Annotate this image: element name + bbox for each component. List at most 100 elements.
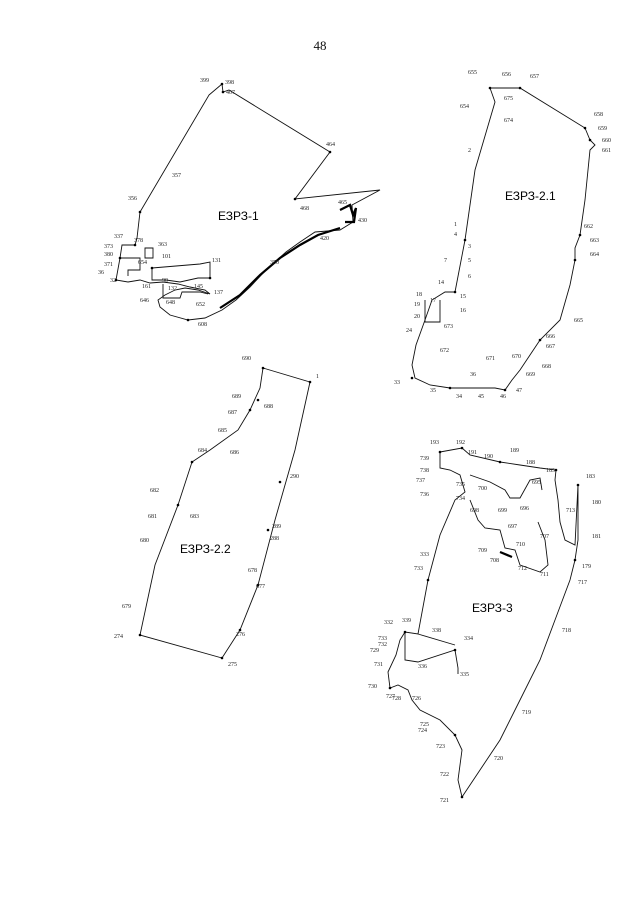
- point-label: 648: [166, 300, 175, 306]
- point-label: 699: [498, 508, 507, 514]
- point-label: 690: [242, 356, 251, 362]
- point-label: 350: [270, 260, 279, 266]
- point-label: 332: [384, 620, 393, 626]
- point-label: 275: [228, 662, 237, 668]
- point-label: 193: [430, 440, 439, 446]
- point-label: 728: [392, 696, 401, 702]
- point-label: 669: [526, 372, 535, 378]
- point-label: 652: [196, 302, 205, 308]
- point-label: 45: [478, 394, 484, 400]
- point-label: 131: [212, 258, 221, 264]
- point-label: 720: [494, 756, 503, 762]
- point-label: 681: [148, 514, 157, 520]
- point-label: 608: [198, 322, 207, 328]
- point-label: 689: [232, 394, 241, 400]
- point-label: 336: [418, 664, 427, 670]
- point-label: 15: [460, 294, 466, 300]
- zone-3-label: ЕЗРЗ-3: [472, 601, 513, 615]
- point-label: 132: [168, 286, 177, 292]
- point-label: 665: [574, 318, 583, 324]
- point-label: 363: [158, 242, 167, 248]
- point-label: 274: [114, 634, 123, 640]
- point-label: 654: [138, 260, 147, 266]
- point-label: 670: [512, 354, 521, 360]
- point-label: 4: [454, 232, 457, 238]
- point-label: 671: [486, 356, 495, 362]
- point-label: 708: [490, 558, 499, 564]
- point-label: 276: [236, 632, 245, 638]
- point-label: 465: [338, 200, 347, 206]
- point-label: 46: [500, 394, 506, 400]
- zone-22-label: ЕЗРЗ-2.2: [180, 542, 231, 556]
- point-label: 646: [140, 298, 149, 304]
- point-label: 719: [522, 710, 531, 716]
- point-label: 32: [110, 278, 116, 284]
- point-label: 686: [230, 450, 239, 456]
- point-label: 337: [114, 234, 123, 240]
- point-label: 709: [478, 548, 487, 554]
- point-label: 724: [418, 728, 427, 734]
- point-label: 161: [142, 284, 151, 290]
- point-label: 430: [358, 218, 367, 224]
- point-label: 20: [414, 314, 420, 320]
- point-label: 677: [256, 584, 265, 590]
- point-label: 7: [444, 258, 447, 264]
- point-label: 190: [484, 454, 493, 460]
- point-label: 733: [414, 566, 423, 572]
- point-label: 722: [440, 772, 449, 778]
- point-label: 179: [582, 564, 591, 570]
- point-label: 732: [378, 642, 387, 648]
- point-label: 712: [518, 566, 527, 572]
- point-label: 16: [460, 308, 466, 314]
- point-label: 339: [402, 618, 411, 624]
- point-label: 657: [530, 74, 539, 80]
- zone-21-vertices: [410, 86, 592, 392]
- point-label: 680: [140, 538, 149, 544]
- point-label: 739: [420, 456, 429, 462]
- page-number: 48: [313, 38, 327, 53]
- point-label: 137: [214, 290, 223, 296]
- point-label: 338: [432, 628, 441, 634]
- point-label: 679: [122, 604, 131, 610]
- point-label: 2: [468, 148, 471, 154]
- point-label: 180: [592, 500, 601, 506]
- point-label: 725: [420, 722, 429, 728]
- point-label: 468: [300, 206, 309, 212]
- point-label: 736: [420, 492, 429, 498]
- point-label: 697: [508, 524, 517, 530]
- point-label: 373: [104, 244, 113, 250]
- point-label: 707: [540, 534, 549, 540]
- point-label: 737: [416, 478, 425, 484]
- point-label: 700: [478, 486, 487, 492]
- point-label: 718: [562, 628, 571, 634]
- point-label: 3: [468, 244, 471, 250]
- point-label: 289: [272, 524, 281, 530]
- zone-3-vertices: [388, 446, 580, 799]
- point-label: 36: [470, 372, 476, 378]
- point-label: 6: [468, 274, 471, 280]
- point-label: 398: [225, 80, 234, 86]
- point-label: 672: [440, 348, 449, 354]
- point-label: 335: [460, 672, 469, 678]
- point-label: 717: [578, 580, 587, 586]
- point-label: 333: [420, 552, 429, 558]
- point-label: 683: [190, 514, 199, 520]
- point-label: 658: [594, 112, 603, 118]
- point-label: 14: [438, 280, 444, 286]
- point-label: 733: [378, 636, 387, 642]
- zone-1-vertices: [114, 82, 332, 322]
- point-label: 101: [162, 254, 171, 260]
- zone-22-vertices: [138, 366, 312, 660]
- point-label: 90: [162, 278, 168, 284]
- zone-1-label: ЕЗРЗ-1: [218, 209, 259, 223]
- point-label: 191: [468, 450, 477, 456]
- point-label: 684: [198, 448, 207, 454]
- point-label: 288: [270, 536, 279, 542]
- point-label: 687: [228, 410, 237, 416]
- point-label: 380: [104, 252, 113, 258]
- point-label: 730: [368, 684, 377, 690]
- point-label: 673: [444, 324, 453, 330]
- point-label: 710: [516, 542, 525, 548]
- zone-21-label: ЕЗРЗ-2.1: [505, 189, 556, 203]
- point-label: 696: [520, 506, 529, 512]
